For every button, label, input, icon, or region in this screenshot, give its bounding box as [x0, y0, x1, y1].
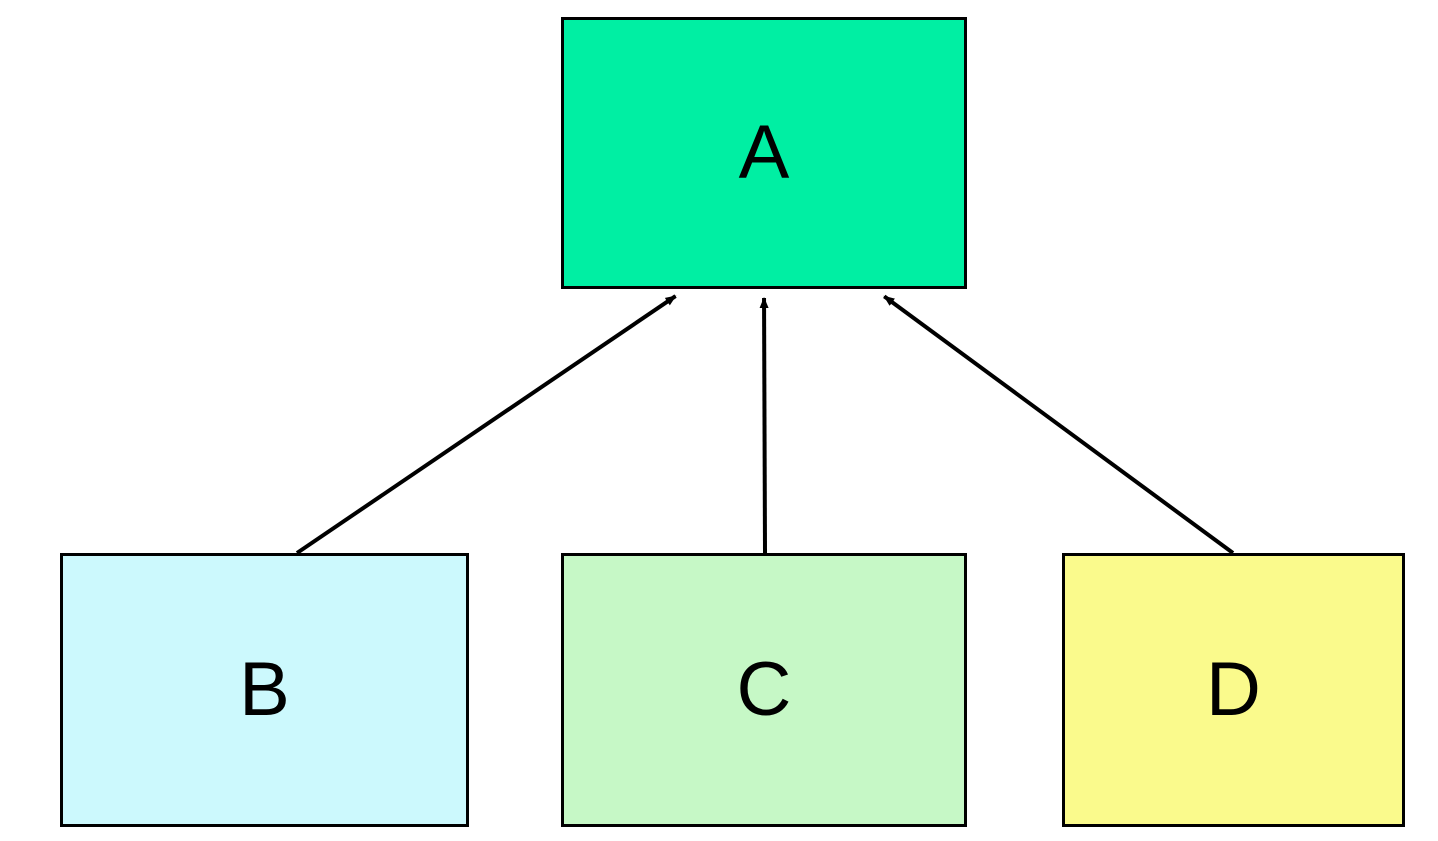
edge-c-a-line [759, 296, 769, 554]
node-b[interactable]: B [60, 553, 469, 827]
edge-d-a-line [883, 294, 1235, 555]
node-a[interactable]: A [561, 17, 967, 289]
node-d-label: D [1206, 647, 1261, 732]
node-c-label: C [736, 647, 792, 732]
node-d[interactable]: D [1062, 553, 1405, 827]
edge-b-a-line [295, 294, 677, 555]
node-b-label: B [239, 647, 290, 732]
edge-b-a [295, 294, 677, 555]
node-a-label: A [738, 110, 790, 195]
edge-c-a [759, 296, 769, 554]
node-c[interactable]: C [561, 553, 967, 827]
edge-d-a [883, 294, 1235, 555]
